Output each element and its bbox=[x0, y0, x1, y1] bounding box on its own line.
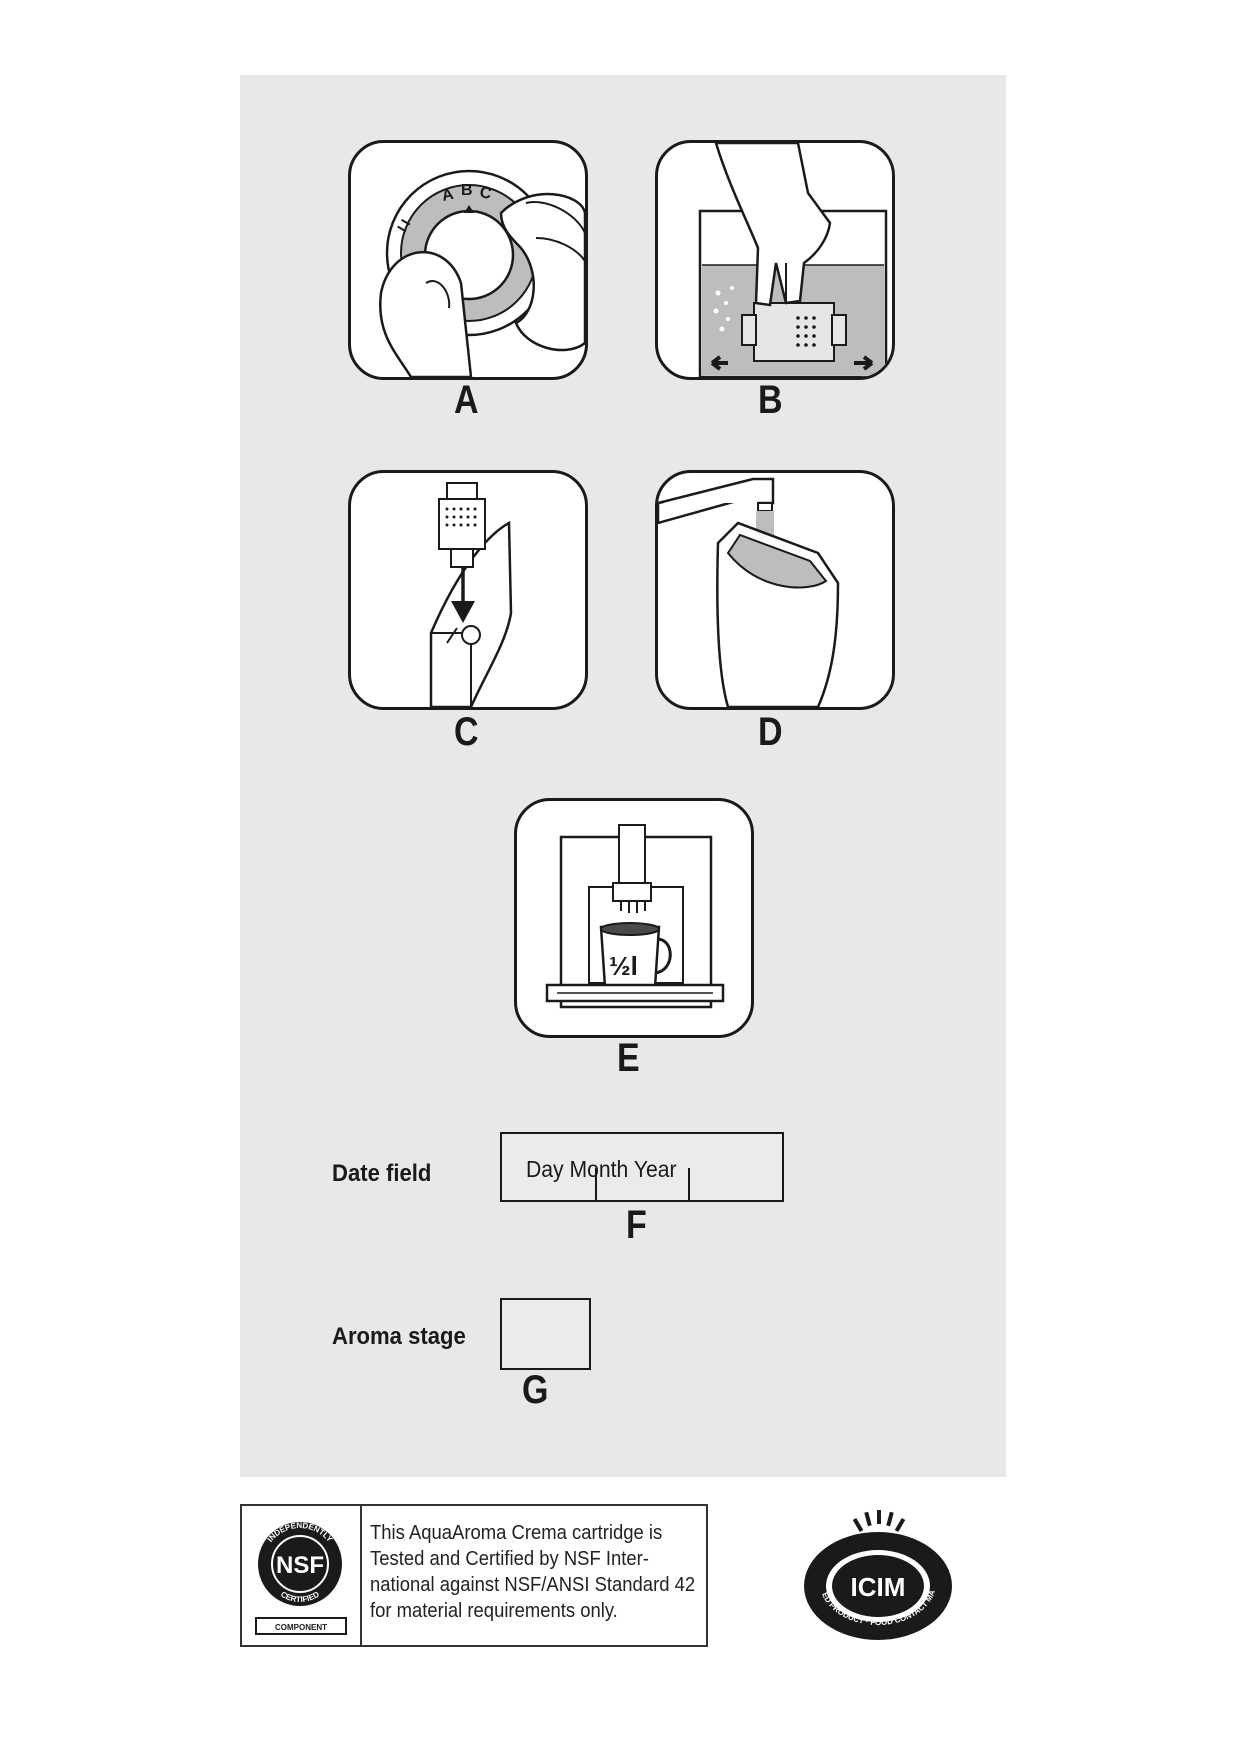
step-d-letter: D bbox=[758, 712, 783, 752]
icim-logo-text: ICIM bbox=[851, 1572, 906, 1602]
aroma-stage-box[interactable] bbox=[500, 1298, 591, 1370]
nsf-certification-box: NSF INDEPENDENTLY CERTIFIED COMPONENT Th… bbox=[240, 1504, 708, 1647]
step-e-letter: E bbox=[617, 1038, 640, 1078]
nsf-logo-text: NSF bbox=[276, 1552, 324, 1579]
date-field-placeholder: Day Month Year bbox=[526, 1156, 677, 1182]
dial-setting-icon: A B C I I bbox=[351, 143, 585, 377]
nsf-statement-line: for material requirements only. bbox=[370, 1598, 667, 1624]
date-field-label: Date field bbox=[332, 1160, 431, 1188]
step-b-illustration bbox=[655, 140, 895, 380]
cartridge-insert-icon bbox=[351, 473, 585, 707]
step-a-letter: A bbox=[454, 380, 479, 420]
step-c-illustration bbox=[348, 470, 588, 710]
date-divider bbox=[688, 1168, 690, 1202]
nsf-seal-icon: NSF INDEPENDENTLY CERTIFIED COMPONENT bbox=[242, 1506, 360, 1645]
step-e-illustration: ½l bbox=[514, 798, 754, 1038]
svg-text:½l: ½l bbox=[609, 951, 638, 981]
date-field-box[interactable]: Day Month Year bbox=[500, 1132, 784, 1202]
nsf-statement-line: Tested and Certified by NSF Inter- bbox=[370, 1546, 667, 1572]
tank-fill-icon bbox=[658, 473, 892, 707]
nsf-statement-line: national against NSF/ANSI Standard 42 bbox=[370, 1572, 667, 1598]
step-d-illustration bbox=[655, 470, 895, 710]
step-c-letter: C bbox=[454, 712, 479, 752]
step-a-illustration: A B C I I bbox=[348, 140, 588, 380]
rinse-cup-icon: ½l bbox=[517, 801, 751, 1035]
icim-seal-icon: ICIM CERTIFIED PRODUCT · FOOD CONTACT MA… bbox=[800, 1508, 958, 1643]
step-f-letter: F bbox=[626, 1205, 647, 1245]
nsf-component-tag: COMPONENT bbox=[275, 1623, 327, 1632]
date-divider bbox=[595, 1168, 597, 1202]
aroma-stage-label: Aroma stage bbox=[332, 1323, 466, 1351]
nsf-logo: NSF INDEPENDENTLY CERTIFIED COMPONENT bbox=[242, 1506, 362, 1645]
svg-text:B: B bbox=[461, 182, 473, 199]
nsf-statement-line: This AquaAroma Crema cartridge is bbox=[370, 1520, 667, 1546]
step-g-letter: G bbox=[522, 1370, 548, 1410]
nsf-statement: This AquaAroma Crema cartridge is Tested… bbox=[370, 1520, 667, 1624]
step-b-letter: B bbox=[758, 380, 783, 420]
icim-logo: ICIM CERTIFIED PRODUCT · FOOD CONTACT MA… bbox=[800, 1508, 958, 1643]
cartridge-soak-icon bbox=[658, 143, 892, 377]
